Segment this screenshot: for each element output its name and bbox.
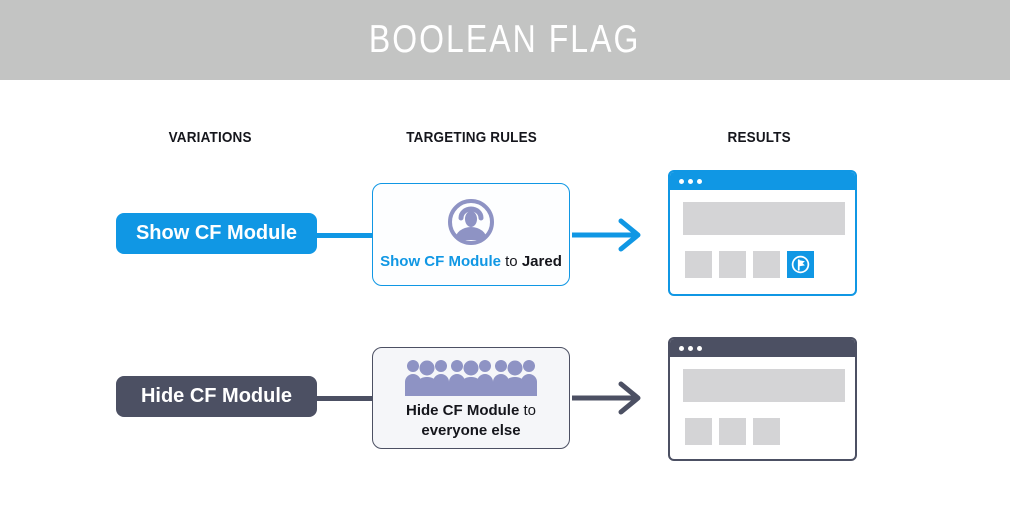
content-square-placeholder — [753, 251, 780, 278]
right-arrow-icon-hide — [570, 379, 648, 417]
result-browser-window-hide — [668, 337, 857, 461]
content-banner-placeholder — [683, 202, 845, 235]
window-dot — [697, 345, 702, 351]
targeting-rule-card-hide: Hide CF Module to everyone else — [372, 347, 570, 449]
crowd-icon — [405, 356, 537, 396]
rule-target: everyone else — [421, 421, 521, 439]
column-header-results: RESULTS — [660, 129, 858, 146]
browser-titlebar — [670, 172, 855, 190]
content-square-placeholder — [685, 418, 712, 445]
rule-action: Show CF Module — [380, 253, 501, 271]
connector-line-show — [315, 233, 373, 238]
column-header-variations-label: VARIATIONS — [168, 129, 252, 146]
variation-pill-show-cf-module: Show CF Module — [116, 213, 317, 254]
variation-pill-hide-cf-module: Hide CF Module — [116, 376, 317, 417]
user-in-circle-icon — [446, 197, 496, 247]
window-dot — [697, 178, 702, 184]
flag-in-circle-icon — [790, 254, 811, 275]
browser-content — [670, 190, 855, 294]
variation-pill-hide-label: Hide CF Module — [140, 385, 293, 407]
rule-connector: to — [505, 253, 518, 271]
window-dot — [679, 345, 684, 351]
header-banner: BOOLEAN FLAG — [0, 0, 1010, 80]
targeting-rule-card-show: Show CF Module to Jared — [372, 183, 570, 286]
content-square-placeholder — [719, 251, 746, 278]
content-square-placeholder — [719, 418, 746, 445]
window-dot — [679, 178, 684, 184]
content-square-row — [685, 251, 814, 278]
window-dot — [688, 178, 693, 184]
content-square-row — [685, 418, 780, 445]
connector-line-hide — [315, 396, 373, 401]
column-header-targeting-rules-label: TARGETING RULES — [406, 129, 537, 146]
result-browser-window-show — [668, 170, 857, 296]
content-square-placeholder — [753, 418, 780, 445]
rule-connector: to — [523, 402, 536, 419]
page-title: BOOLEAN FLAG — [369, 18, 641, 61]
column-header-results-label: RESULTS — [727, 129, 791, 146]
rule-text-show: Show CF Module to Jared — [380, 252, 562, 272]
rule-target: Jared — [521, 253, 562, 271]
column-header-targeting-rules: TARGETING RULES — [372, 129, 571, 146]
variation-pill-show-label: Show CF Module — [135, 222, 298, 244]
content-square-placeholder — [685, 251, 712, 278]
rule-action: Hide CF Module — [405, 402, 520, 419]
column-header-variations: VARIATIONS — [109, 129, 311, 146]
window-dot — [688, 345, 693, 351]
right-arrow-icon-show — [570, 216, 648, 254]
browser-content — [670, 357, 855, 459]
rule-text-hide: Hide CF Module to everyone else — [406, 401, 536, 440]
rule-text-line1: Hide CF Module to — [406, 401, 536, 421]
rule-text-line2: everyone else — [406, 421, 536, 441]
cf-module-square — [787, 251, 814, 278]
content-banner-placeholder — [683, 369, 845, 402]
browser-titlebar — [670, 339, 855, 357]
